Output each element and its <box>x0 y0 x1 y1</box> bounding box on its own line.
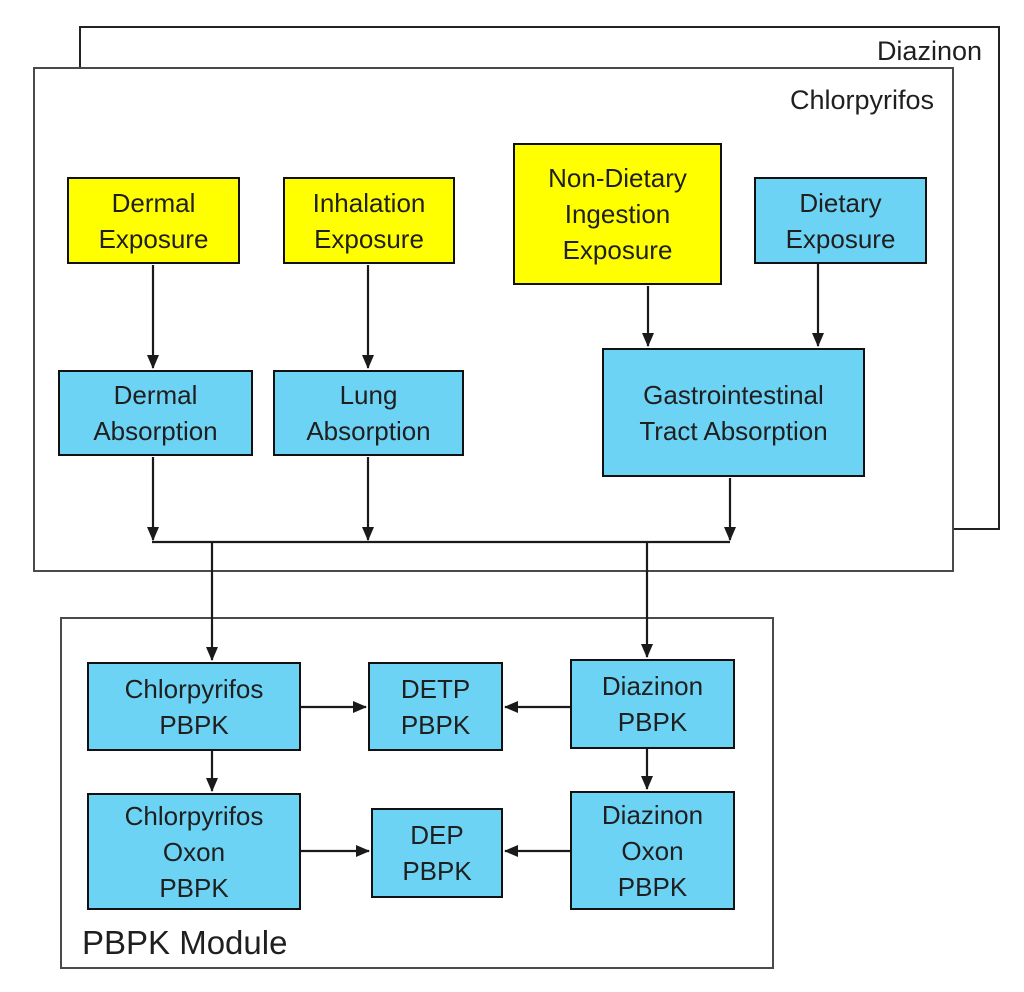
node-diazinon-pbpk: Diazinon PBPK <box>570 659 735 749</box>
node-chlorpyrifos-pbpk: Chlorpyrifos PBPK <box>87 662 301 751</box>
node-dermal-absorption: Dermal Absorption <box>58 370 253 456</box>
node-lung-absorption: Lung Absorption <box>273 370 464 456</box>
node-dep-pbpk: DEP PBPK <box>371 808 503 898</box>
node-detp-pbpk: DETP PBPK <box>368 662 503 751</box>
node-dietary-exposure: Dietary Exposure <box>754 177 927 264</box>
node-diazinon-oxon-pbpk: Diazinon Oxon PBPK <box>570 791 735 910</box>
pbpk-module-label: PBPK Module <box>82 924 288 961</box>
chlorpyrifos-layer-frame: Chlorpyrifos <box>33 67 954 572</box>
node-nondietary-ingestion-exposure: Non-Dietary Ingestion Exposure <box>513 143 722 285</box>
node-chlorpyrifos-oxon-pbpk: Chlorpyrifos Oxon PBPK <box>87 793 301 910</box>
diazinon-layer-label: Diazinon <box>876 36 982 66</box>
node-dermal-exposure: Dermal Exposure <box>67 177 240 264</box>
node-gastrointestinal-tract-absorption: Gastrointestinal Tract Absorption <box>602 348 865 477</box>
chlorpyrifos-layer-label: Chlorpyrifos <box>789 85 934 115</box>
node-inhalation-exposure: Inhalation Exposure <box>283 177 455 264</box>
